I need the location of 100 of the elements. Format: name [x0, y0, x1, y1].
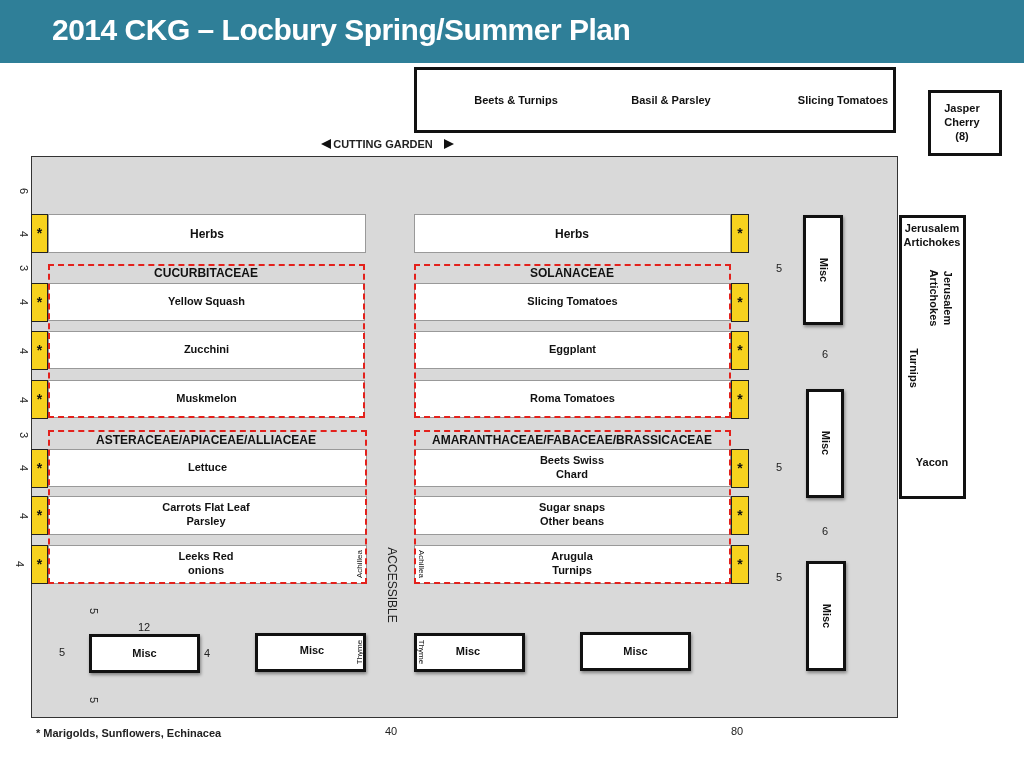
dimension-label: 4	[18, 464, 30, 472]
plant-label: Yellow Squash	[168, 295, 245, 309]
plant-label: Misc	[299, 644, 325, 658]
dimension-label: 5	[58, 646, 66, 658]
flower-strip	[31, 496, 48, 535]
dimension-label: 5	[775, 461, 783, 473]
plant-label: Misc	[455, 645, 481, 659]
dimension-label: 4	[18, 396, 30, 404]
plant-label: Sugar snaps Other beans	[538, 501, 606, 529]
plant-label: Slicing Tomatoes	[797, 94, 889, 108]
zone-heading: ASTERACEAE/APIACEAE/ALLIACEAE	[96, 432, 316, 448]
plant-label: Misc	[818, 430, 832, 456]
flower-strip	[31, 283, 48, 322]
plant-label: Zucchini	[183, 343, 230, 357]
asterisk-mark: *	[36, 459, 43, 478]
dimension-label: 80	[730, 725, 744, 737]
plant-label: Beets Swiss Chard	[538, 454, 606, 482]
asterisk-mark: *	[36, 390, 43, 409]
plant-label: Yacon	[915, 456, 949, 470]
plant-family-zone	[414, 264, 731, 418]
planting-row	[48, 496, 367, 535]
dimension-label: 5	[88, 696, 100, 704]
garden-plot	[31, 156, 898, 718]
dimension-label: 40	[384, 725, 398, 737]
zone-heading: SOLANACEAE	[530, 265, 614, 281]
flower-strip	[731, 214, 749, 253]
flower-strip	[31, 380, 48, 419]
plant-label: Thyme	[355, 639, 365, 665]
planting-row	[414, 496, 731, 535]
raised-bed	[580, 632, 691, 671]
planting-bed	[928, 90, 1002, 156]
planting-row	[48, 449, 367, 487]
flower-strip	[31, 331, 48, 370]
flower-strip	[31, 449, 48, 488]
asterisk-mark: *	[737, 224, 743, 243]
planting-row	[48, 545, 367, 584]
dimension-label: 4	[18, 512, 30, 520]
dimension-label: 3	[18, 264, 30, 272]
plant-label: Roma Tomatoes	[530, 392, 615, 406]
planting-row	[414, 545, 731, 584]
flower-strip	[31, 545, 48, 584]
title: 2014 CKG – Locbury Spring/Summer Plan	[52, 13, 631, 47]
asterisk-mark: *	[36, 555, 43, 574]
asterisk-mark: *	[737, 293, 743, 312]
planting-row	[414, 380, 731, 418]
plant-label: Misc	[819, 603, 833, 629]
planting-row	[48, 214, 366, 253]
asterisk-mark: *	[36, 224, 43, 243]
raised-bed	[806, 389, 844, 498]
dimension-label: 5	[88, 607, 100, 615]
planting-bed	[414, 67, 896, 133]
plant-label: Beets & Turnips	[474, 94, 558, 108]
footnote: * Marigolds, Sunflowers, Echinacea	[36, 727, 222, 739]
asterisk-mark: *	[36, 506, 43, 525]
plant-label: Herbs	[555, 226, 589, 242]
flower-strip	[31, 214, 48, 253]
dimension-label: 6	[821, 525, 829, 537]
plant-label: Turnips	[906, 348, 920, 388]
plant-family-zone	[414, 430, 731, 584]
planting-row	[414, 214, 731, 253]
plant-label: Eggplant	[548, 343, 597, 357]
dimension-label: 6	[821, 348, 829, 360]
asterisk-mark: *	[737, 555, 743, 574]
plant-label: Lettuce	[187, 461, 228, 475]
plant-label: Achillea	[355, 550, 365, 578]
asterisk-mark: *	[737, 390, 743, 409]
plant-label: Carrots Flat Leaf Parsley	[161, 501, 251, 529]
area-label: ACCESSIBLE	[385, 547, 399, 623]
dimension-label: 4	[18, 298, 30, 306]
plant-family-zone	[48, 430, 367, 584]
asterisk-mark: *	[737, 459, 743, 478]
plant-label: Achillea	[416, 550, 426, 578]
flower-strip	[731, 380, 749, 419]
zone-heading: CUCURBITACEAE	[154, 265, 258, 281]
planting-bed	[899, 215, 966, 499]
plant-label: Misc	[132, 646, 157, 661]
flower-strip	[731, 331, 749, 370]
plant-label: Leeks Red onions	[177, 550, 235, 578]
raised-bed	[803, 215, 843, 325]
asterisk-mark: *	[737, 341, 743, 360]
dimension-label: 4	[14, 560, 26, 568]
planting-row	[48, 331, 365, 369]
asterisk-mark: *	[36, 293, 43, 312]
planting-row	[414, 331, 731, 369]
raised-bed	[255, 633, 366, 672]
planting-row	[48, 380, 365, 418]
plant-label: Jerusalem Artichokes	[902, 222, 962, 250]
dimension-label: 4	[18, 347, 30, 355]
plant-label: Jasper Cherry (8)	[943, 102, 981, 144]
plant-label: Arugula Turnips	[550, 550, 594, 578]
asterisk-mark: *	[36, 341, 43, 360]
dimension-label: 6	[18, 187, 30, 195]
flower-strip	[731, 283, 749, 322]
flower-strip	[731, 496, 749, 535]
dimension-label: 5	[775, 571, 783, 583]
planting-row	[414, 283, 731, 321]
plant-label: Thyme	[416, 639, 426, 665]
flower-strip	[731, 545, 749, 584]
dimension-label: 5	[775, 262, 783, 274]
plant-label: Herbs	[190, 226, 224, 242]
